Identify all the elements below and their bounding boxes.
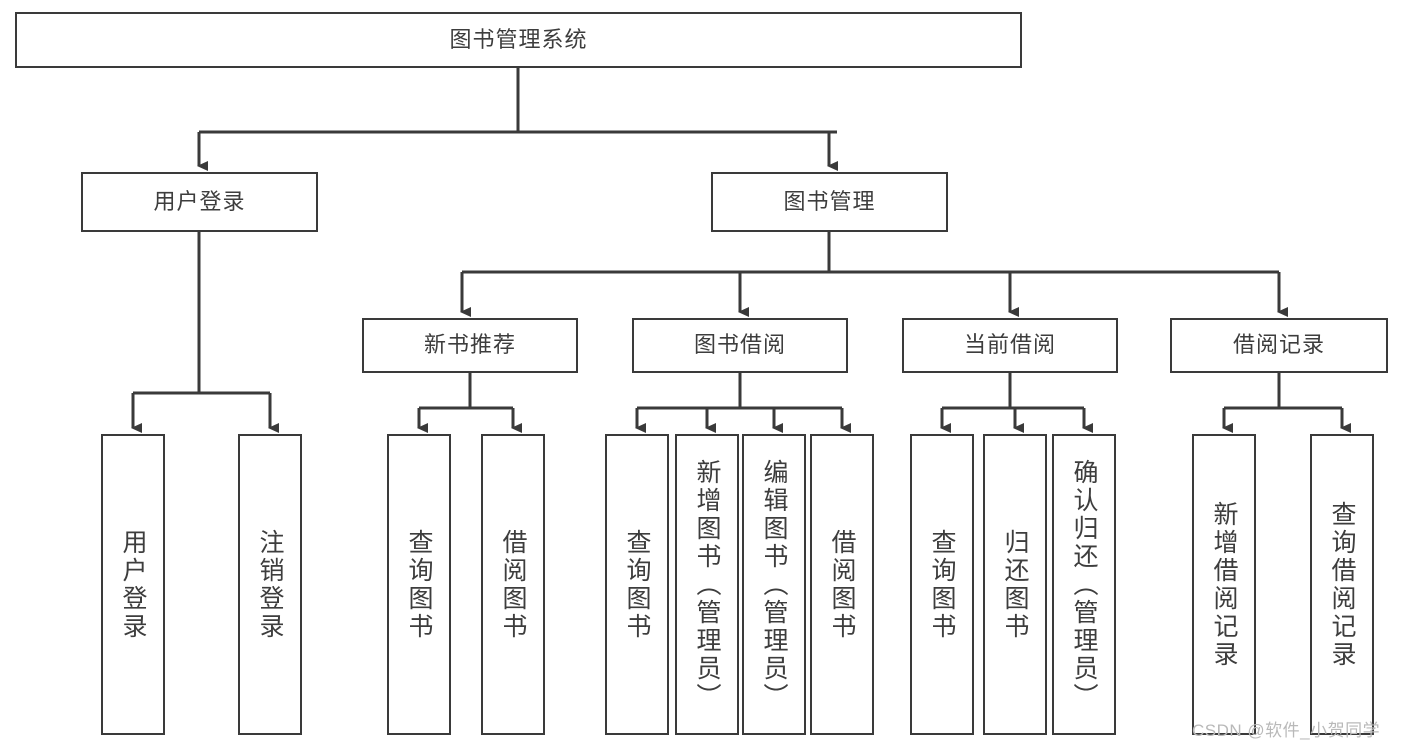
csdn-watermark: CSDN @软件_小贺同学: [1192, 721, 1381, 740]
node-leaf-confirm-return-admin[interactable]: 确认归还（管理员）: [1052, 434, 1116, 735]
node-leaf-query-book-borrow[interactable]: 查询图书: [605, 434, 669, 735]
node-leaf-query-book-current[interactable]: 查询图书: [910, 434, 974, 735]
node-leaf-query-book-current-label: 查询图书: [928, 528, 956, 641]
node-leaf-borrow-book-rec-label: 借阅图书: [499, 528, 527, 641]
node-leaf-confirm-return-admin-label: 确认归还（管理员）: [1070, 458, 1098, 711]
node-root[interactable]: 图书管理系统: [15, 12, 1022, 68]
node-leaf-user-login-label: 用户登录: [119, 528, 147, 641]
node-leaf-edit-book-admin[interactable]: 编辑图书（管理员）: [742, 434, 806, 735]
node-leaf-edit-book-admin-label: 编辑图书（管理员）: [760, 458, 788, 711]
node-new-book-rec-label: 新书推荐: [423, 332, 516, 358]
node-leaf-query-borrow-record[interactable]: 查询借阅记录: [1310, 434, 1374, 735]
node-current-borrow-label: 当前借阅: [963, 332, 1056, 358]
node-leaf-query-book-borrow-label: 查询图书: [623, 528, 651, 641]
node-leaf-logout[interactable]: 注销登录: [238, 434, 302, 735]
node-leaf-return-book[interactable]: 归还图书: [983, 434, 1047, 735]
node-leaf-query-borrow-record-label: 查询借阅记录: [1328, 500, 1356, 669]
node-borrow-record-label: 借阅记录: [1232, 332, 1325, 358]
node-leaf-add-book-admin[interactable]: 新增图书（管理员）: [675, 434, 739, 735]
node-leaf-add-book-admin-label: 新增图书（管理员）: [693, 458, 721, 711]
node-leaf-borrow-book[interactable]: 借阅图书: [810, 434, 874, 735]
node-root-label: 图书管理系统: [449, 26, 588, 52]
node-leaf-logout-label: 注销登录: [256, 528, 284, 641]
node-book-manage[interactable]: 图书管理: [711, 172, 948, 232]
node-user-login[interactable]: 用户登录: [81, 172, 318, 232]
node-leaf-query-book-rec[interactable]: 查询图书: [387, 434, 451, 735]
node-leaf-borrow-book-label: 借阅图书: [828, 528, 856, 641]
node-current-borrow[interactable]: 当前借阅: [902, 318, 1118, 373]
node-book-borrow-label: 图书借阅: [693, 332, 786, 358]
node-leaf-user-login[interactable]: 用户登录: [101, 434, 165, 735]
node-leaf-add-borrow-record-label: 新增借阅记录: [1210, 500, 1238, 669]
node-book-borrow[interactable]: 图书借阅: [632, 318, 848, 373]
node-new-book-rec[interactable]: 新书推荐: [362, 318, 578, 373]
node-leaf-query-book-rec-label: 查询图书: [405, 528, 433, 641]
node-leaf-return-book-label: 归还图书: [1001, 528, 1029, 641]
node-book-manage-label: 图书管理: [783, 188, 876, 214]
node-leaf-add-borrow-record[interactable]: 新增借阅记录: [1192, 434, 1256, 735]
node-borrow-record[interactable]: 借阅记录: [1170, 318, 1388, 373]
node-leaf-borrow-book-rec[interactable]: 借阅图书: [481, 434, 545, 735]
node-user-login-label: 用户登录: [153, 188, 246, 214]
